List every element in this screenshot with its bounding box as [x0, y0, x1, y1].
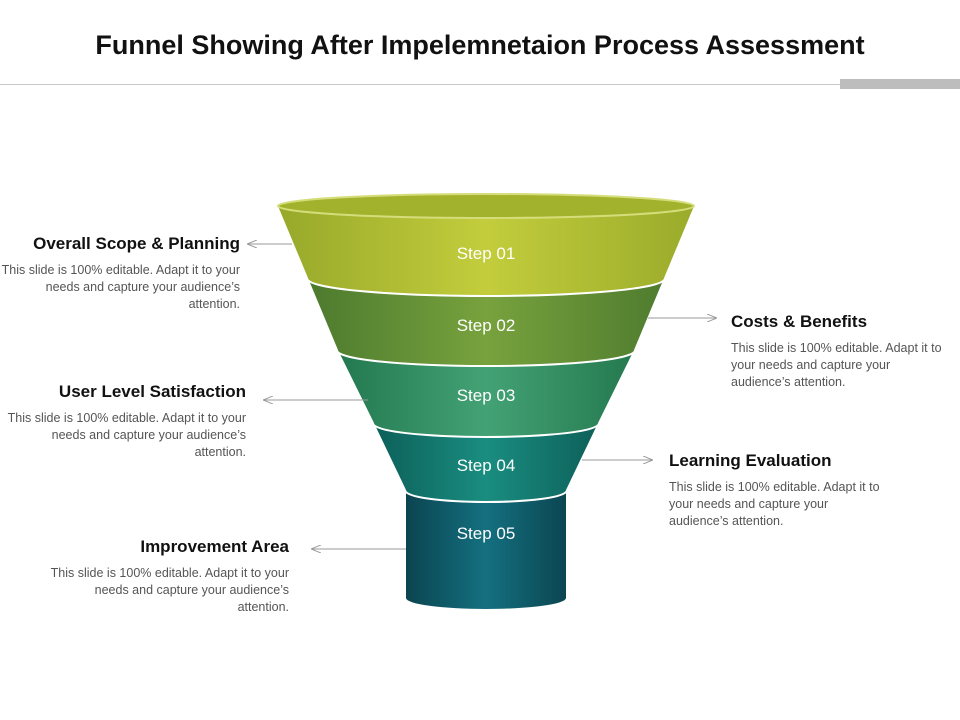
callout-improvement-area: Improvement Area This slide is 100% edit… — [49, 537, 289, 616]
callout-body: This slide is 100% editable. Adapt it to… — [669, 480, 880, 528]
title-divider — [0, 84, 960, 85]
slide-title: Funnel Showing After Impelemnetaion Proc… — [95, 30, 865, 60]
callout-title: Learning Evaluation — [669, 451, 832, 470]
callout-title: Improvement Area — [140, 537, 289, 556]
callout-body: This slide is 100% editable. Adapt it to… — [50, 566, 289, 614]
callout-title: User Level Satisfaction — [58, 382, 246, 401]
funnel-segment-1 — [277, 193, 695, 295]
step-label-2: Step 02 — [457, 316, 516, 335]
callout-title: Costs & Benefits — [731, 312, 868, 331]
callout-body: This slide is 100% editable. Adapt it to… — [7, 411, 246, 459]
callout-costs-benefits: Costs & Benefits This slide is 100% edit… — [731, 312, 951, 391]
step-label-5: Step 05 — [457, 524, 516, 543]
callout-learning-evaluation: Learning Evaluation This slide is 100% e… — [669, 451, 889, 530]
step-label-1: Step 01 — [457, 244, 516, 263]
step-label-4: Step 04 — [457, 456, 516, 475]
callout-body: This slide is 100% editable. Adapt it to… — [1, 263, 240, 311]
callout-body: This slide is 100% editable. Adapt it to… — [731, 341, 942, 389]
callout-overall-scope: Overall Scope & Planning This slide is 1… — [0, 234, 240, 313]
step-label-3: Step 03 — [457, 386, 516, 405]
title-accent-bar — [840, 79, 960, 89]
funnel-segment-5 — [404, 489, 568, 609]
callout-title: Overall Scope & Planning — [33, 234, 240, 253]
callout-user-satisfaction: User Level Satisfaction This slide is 10… — [6, 382, 246, 461]
